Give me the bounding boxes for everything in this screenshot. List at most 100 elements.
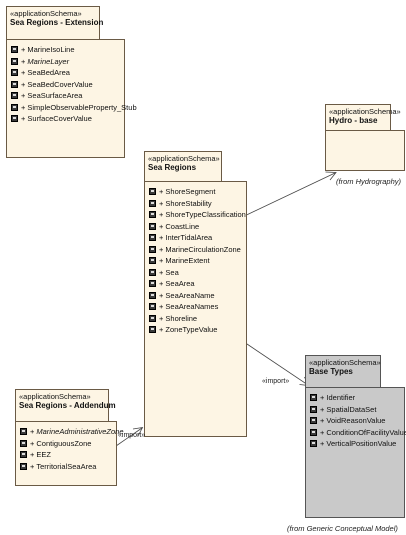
- class-name: MarineLayer: [27, 56, 70, 66]
- class-name: InterTidalArea: [165, 233, 213, 243]
- package-body: +MarineAdministrativeZone+ContiguousZone…: [15, 421, 124, 486]
- hydro-origin-caption: (from Hydrography): [336, 177, 402, 186]
- visibility-marker: +: [159, 198, 164, 208]
- class-item[interactable]: +ShoreSegment: [149, 186, 246, 198]
- visibility-marker: +: [21, 102, 26, 112]
- class-item[interactable]: +CoastLine: [149, 221, 246, 233]
- class-item[interactable]: +MarineExtent: [149, 255, 246, 267]
- class-item[interactable]: +SimpleObservableProperty_Stub: [11, 102, 137, 114]
- class-name: ShoreStability: [165, 198, 212, 208]
- visibility-marker: +: [159, 244, 164, 254]
- class-icon: [149, 234, 156, 242]
- arrowhead-sea-regions: [132, 426, 144, 437]
- class-item[interactable]: +SpatialDataSet: [310, 404, 406, 416]
- class-icon: [149, 326, 156, 334]
- class-item[interactable]: +SeaAreaName: [149, 290, 246, 302]
- class-name: ShoreSegment: [165, 187, 216, 197]
- class-item[interactable]: +ShoreTypeClassification: [149, 209, 246, 221]
- class-name: TerritorialSeaArea: [36, 461, 97, 471]
- visibility-marker: +: [159, 233, 164, 243]
- class-item[interactable]: +MarineIsoLine: [11, 44, 137, 56]
- package-base-types[interactable]: «applicationSchema» Base Types +Identifi…: [305, 355, 406, 518]
- class-icon: [20, 451, 27, 459]
- class-icon: [149, 245, 156, 253]
- package-name: Sea Regions - Addendum: [19, 401, 116, 410]
- package-hydro-base[interactable]: «applicationSchema» Hydro - base: [325, 104, 405, 171]
- class-item[interactable]: +VerticalPositionValue: [310, 438, 406, 450]
- package-name: Base Types: [309, 367, 353, 376]
- class-item[interactable]: +SeaSurfaceArea: [11, 90, 137, 102]
- class-icon: [11, 57, 18, 65]
- class-icon: [11, 46, 18, 54]
- class-icon: [149, 303, 156, 311]
- arrowhead-hydro: [325, 171, 337, 181]
- package-body: +MarineIsoLine+MarineLayer+SeaBedArea+Se…: [6, 39, 137, 158]
- class-list: +Identifier+SpatialDataSet+VoidReasonVal…: [310, 392, 406, 450]
- import-label-addendum: «import»: [118, 432, 146, 439]
- visibility-marker: +: [320, 439, 325, 449]
- stereotype-label: «applicationSchema»: [309, 358, 381, 367]
- class-item[interactable]: +Sea: [149, 267, 246, 279]
- class-item[interactable]: +ConditionOfFacilityValue: [310, 427, 406, 439]
- class-item[interactable]: +SeaArea: [149, 278, 246, 290]
- class-name: SeaSurfaceArea: [27, 91, 83, 101]
- package-body: +Identifier+SpatialDataSet+VoidReasonVal…: [305, 387, 406, 518]
- class-icon: [149, 211, 156, 219]
- package-body: +ShoreSegment+ShoreStability+ShoreTypeCl…: [144, 181, 247, 437]
- class-name: SeaAreaNames: [165, 302, 219, 312]
- class-name: ShoreTypeClassification: [165, 210, 246, 220]
- package-body: [325, 130, 405, 171]
- class-item[interactable]: +ShoreStability: [149, 198, 246, 210]
- class-item[interactable]: +InterTidalArea: [149, 232, 246, 244]
- class-name: SeaBedCoverValue: [27, 79, 93, 89]
- class-item[interactable]: +VoidReasonValue: [310, 415, 406, 427]
- package-tab: «applicationSchema» Sea Regions - Extens…: [6, 6, 104, 40]
- package-name: Sea Regions: [148, 163, 197, 172]
- class-item[interactable]: +SeaBedArea: [11, 67, 137, 79]
- class-icon: [11, 115, 18, 123]
- stereotype-label: «applicationSchema»: [148, 154, 220, 163]
- package-name: Sea Regions - Extension: [10, 18, 104, 27]
- class-name: Shoreline: [165, 313, 198, 323]
- package-sea-regions-addendum[interactable]: «applicationSchema» Sea Regions - Addend…: [15, 389, 124, 486]
- package-tab: «applicationSchema» Sea Regions - Addend…: [15, 389, 116, 422]
- package-sea-regions[interactable]: «applicationSchema» Sea Regions +ShoreSe…: [144, 151, 247, 437]
- class-name: ZoneTypeValue: [165, 325, 218, 335]
- class-list: +ShoreSegment+ShoreStability+ShoreTypeCl…: [149, 186, 246, 336]
- visibility-marker: +: [159, 290, 164, 300]
- visibility-marker: +: [159, 325, 164, 335]
- class-item[interactable]: +SurfaceCoverValue: [11, 113, 137, 125]
- class-name: MarineIsoLine: [27, 45, 75, 55]
- class-icon: [11, 103, 18, 111]
- class-item[interactable]: +SeaAreaNames: [149, 301, 246, 313]
- class-icon: [20, 439, 27, 447]
- class-item[interactable]: +MarineLayer: [11, 56, 137, 68]
- package-sea-regions-extension[interactable]: «applicationSchema» Sea Regions - Extens…: [6, 6, 137, 158]
- visibility-marker: +: [21, 114, 26, 124]
- visibility-marker: +: [159, 256, 164, 266]
- class-name: VerticalPositionValue: [326, 439, 397, 449]
- class-item[interactable]: +Identifier: [310, 392, 406, 404]
- visibility-marker: +: [320, 416, 325, 426]
- class-item[interactable]: +ZoneTypeValue: [149, 324, 246, 336]
- class-icon: [20, 462, 27, 470]
- class-name: Sea: [165, 267, 179, 277]
- visibility-marker: +: [320, 404, 325, 414]
- class-item[interactable]: +EEZ: [20, 449, 124, 461]
- class-name: EEZ: [36, 450, 51, 460]
- class-item[interactable]: +Shoreline: [149, 313, 246, 325]
- class-list: +MarineAdministrativeZone+ContiguousZone…: [20, 426, 124, 472]
- class-item[interactable]: +MarineCirculationZone: [149, 244, 246, 256]
- class-icon: [149, 188, 156, 196]
- class-item[interactable]: +ContiguousZone: [20, 438, 124, 450]
- visibility-marker: +: [21, 45, 26, 55]
- class-icon: [11, 92, 18, 100]
- class-item[interactable]: +TerritorialSeaArea: [20, 461, 124, 473]
- class-item[interactable]: +MarineAdministrativeZone: [20, 426, 124, 438]
- class-item[interactable]: +SeaBedCoverValue: [11, 79, 137, 91]
- stereotype-label: «applicationSchema»: [10, 9, 82, 18]
- class-name: SeaAreaName: [165, 290, 215, 300]
- visibility-marker: +: [159, 187, 164, 197]
- class-icon: [11, 80, 18, 88]
